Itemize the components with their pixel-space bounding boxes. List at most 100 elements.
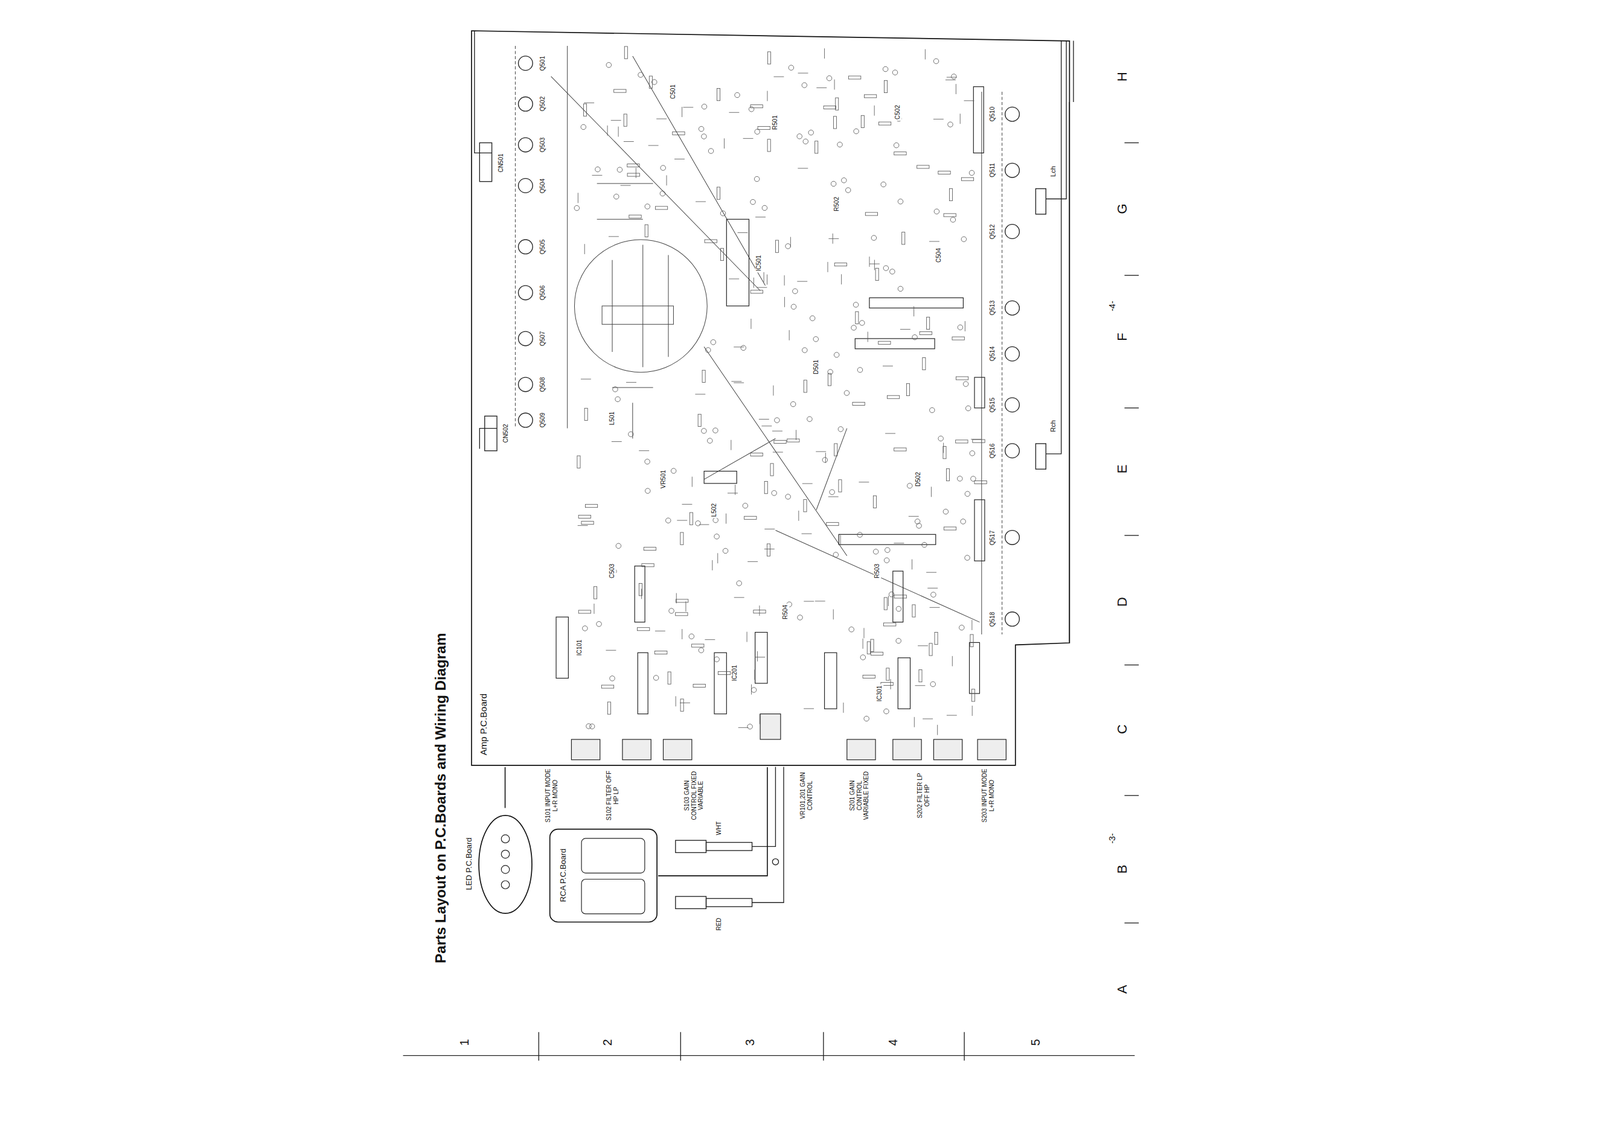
- pcb-component: [900, 329, 911, 330]
- pcb-component: [694, 394, 706, 395]
- part-label: Q505: [539, 238, 547, 256]
- pcb-component: [612, 387, 618, 392]
- heatsink-outline: [704, 346, 848, 556]
- pcb-component: [685, 601, 686, 612]
- pcb-component: [790, 304, 796, 310]
- frame-line: [1124, 407, 1139, 409]
- part-label: R503: [874, 562, 882, 580]
- heatsink-outline: [775, 530, 980, 623]
- wiring: [1072, 41, 1074, 103]
- pcb-component: [786, 601, 792, 607]
- pcb-component: [626, 382, 637, 383]
- switch-label: S103 GAIN CONTROL FIXED VARIABLE: [683, 766, 705, 825]
- grid-letter: H: [1114, 70, 1130, 83]
- pcb-component: [813, 336, 819, 342]
- pcb-component: [747, 723, 753, 729]
- pcb-component: [889, 269, 895, 275]
- frame-line: [1124, 664, 1139, 666]
- ic-package: [755, 632, 768, 684]
- grid-letter: A: [1114, 984, 1130, 996]
- pcb-component: [938, 170, 951, 174]
- pcb-component: [934, 632, 938, 645]
- pcb-component: [733, 346, 744, 348]
- pcb-component: [922, 718, 933, 720]
- connector-label: CN502: [502, 423, 511, 445]
- pcb-component: [645, 488, 651, 494]
- pcb-component: [750, 453, 763, 457]
- switch-block: [847, 739, 876, 761]
- pcb-component: [722, 548, 728, 554]
- transistor-symbol: [518, 285, 534, 301]
- pcb-component: [873, 495, 877, 508]
- part-label: Q507: [539, 330, 547, 348]
- pcb-component: [822, 457, 828, 463]
- pcb-component: [929, 240, 940, 242]
- pcb-component: [907, 483, 913, 489]
- pcb-component: [770, 463, 774, 476]
- pcb-component: [577, 525, 589, 526]
- heatsink-outline: [601, 306, 674, 325]
- pcb-component: [623, 141, 634, 142]
- pcb-component: [933, 118, 944, 120]
- part-label: Q518: [989, 611, 997, 628]
- switch-label: S201 GAIN CONTROL VARIABLE FIXED: [848, 766, 871, 825]
- pcb-component: [930, 681, 936, 687]
- pcb-component: [713, 428, 718, 433]
- pcb-component: [681, 106, 683, 118]
- pcb-component: [896, 606, 901, 612]
- pcb-component: [786, 601, 792, 607]
- pcb-component: [974, 480, 987, 484]
- pcb-component: [943, 443, 944, 454]
- heatsink-outline: [981, 91, 982, 635]
- switch-block: [663, 739, 692, 761]
- pcb-component: [929, 240, 940, 242]
- part-label: Q503: [539, 136, 547, 154]
- pcb-component: [754, 176, 759, 182]
- pcb-component: [946, 715, 957, 717]
- pcb-component: [852, 402, 865, 406]
- pcb-component: [971, 689, 975, 702]
- pcb-component: [803, 708, 814, 709]
- pcb-component: [702, 370, 706, 383]
- pcb-component: [655, 630, 666, 632]
- pcb-component: [969, 451, 975, 456]
- pcb-component: [885, 547, 890, 553]
- pcb-component: [701, 103, 707, 109]
- pcb-component: [960, 519, 966, 525]
- pcb-component: [578, 515, 591, 519]
- pcb-component: [878, 685, 880, 696]
- pcb-component: [922, 718, 933, 720]
- pcb-component: [960, 113, 961, 124]
- pcb-component: [844, 390, 849, 396]
- ic-package: [556, 86, 985, 715]
- pcb-component: [733, 382, 744, 384]
- pcb-component: [644, 459, 650, 465]
- pcb-component: [753, 277, 755, 288]
- pcb-component: [798, 510, 799, 522]
- pcb-component: [870, 652, 883, 656]
- pcb-component: [902, 232, 906, 245]
- pcb-component: [722, 548, 728, 554]
- pcb-component: [888, 591, 894, 597]
- pcb-component: [914, 685, 925, 686]
- pcb-component: [754, 129, 760, 135]
- pcb-component: [750, 290, 763, 294]
- pcb-component: [580, 379, 592, 380]
- pcb-component: [830, 181, 836, 186]
- pcb-component: [635, 167, 637, 179]
- pcb-component: [609, 676, 615, 682]
- pcb-component: [870, 652, 883, 656]
- pcb-component: [764, 481, 768, 494]
- pcb-component: [972, 705, 973, 717]
- pcb-component: [638, 450, 650, 452]
- pcb-component: [921, 542, 927, 548]
- pcb-component: [882, 66, 888, 72]
- pcb-component: [676, 520, 688, 522]
- pcb-component: [926, 316, 930, 330]
- pcb-component: [859, 320, 865, 326]
- wiring: [1068, 102, 1070, 643]
- wire-connector: [504, 767, 506, 809]
- pcb-component: [937, 725, 938, 736]
- wiring: [675, 840, 707, 853]
- pcb-component: [668, 608, 674, 614]
